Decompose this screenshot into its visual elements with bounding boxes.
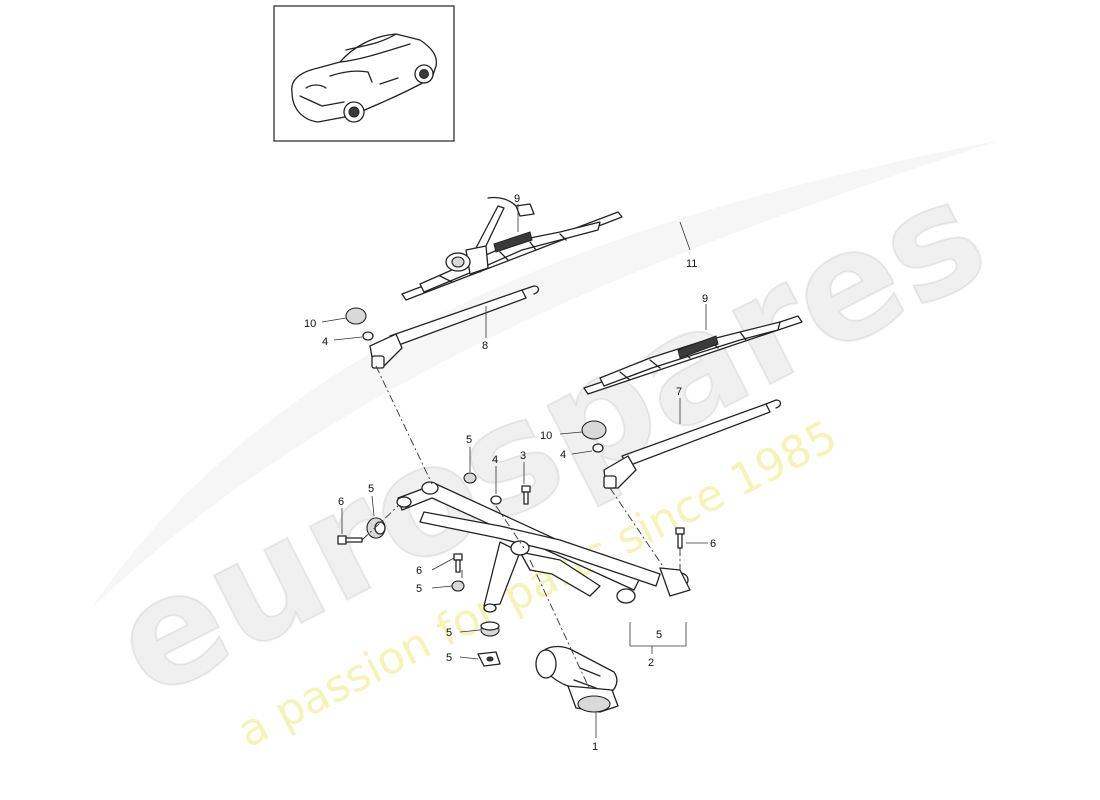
nut-4-upper (362, 331, 374, 341)
clip-5-bottom (477, 651, 501, 667)
callout-5-lower: 5 (446, 627, 452, 639)
callout-10-lower: 10 (540, 430, 552, 442)
cap-10-upper (345, 307, 367, 325)
callout-5-bottom: 5 (446, 652, 452, 664)
callouts: 9 11 10 4 8 9 7 10 4 5 4 3 6 5 6 6 5 5 5… (304, 193, 716, 753)
wiper-blade-lower (583, 315, 803, 395)
wiper-linkage (396, 481, 691, 613)
callout-6-right: 6 (710, 538, 716, 550)
callout-5-top: 5 (466, 434, 472, 446)
callout-10-upper: 10 (304, 318, 316, 330)
callout-6-mid: 6 (416, 565, 422, 577)
grommet-5-lower (480, 621, 500, 637)
callout-1: 1 (592, 741, 598, 753)
leader-lines (321, 204, 708, 738)
callout-3: 3 (520, 450, 526, 462)
wiper-arm-upper (369, 285, 540, 369)
grommet-5-mid (451, 580, 465, 592)
callout-4-lower: 4 (560, 449, 566, 461)
car-thumbnail (273, 5, 455, 142)
callout-5-mid: 5 (416, 583, 422, 595)
callout-8: 8 (482, 340, 488, 352)
nut-4-center (490, 495, 502, 505)
grommet-5-top (463, 472, 477, 484)
bolt-6-mid (453, 553, 463, 573)
callout-4-center: 4 (492, 454, 498, 466)
wiper-arm-lower (603, 399, 782, 489)
callout-9-upper: 9 (514, 193, 520, 205)
nut-4-lower (592, 443, 604, 453)
callout-5-left: 5 (368, 483, 374, 495)
grommet-5-left (366, 517, 386, 539)
callout-5-bracket: 5 (656, 629, 662, 641)
car-thumbnail-icon (291, 33, 438, 123)
bolt-3 (521, 485, 531, 505)
callout-4-upper: 4 (322, 336, 328, 348)
callout-9-lower: 9 (702, 293, 708, 305)
assembly-lines (361, 365, 681, 691)
callout-11: 11 (686, 258, 697, 270)
wiper-motor (535, 645, 619, 713)
callout-7: 7 (676, 386, 682, 398)
callout-6-left: 6 (338, 496, 344, 508)
cap-10-lower (581, 420, 607, 440)
callout-2: 2 (648, 657, 654, 669)
washer-nozzle-part (445, 196, 535, 275)
